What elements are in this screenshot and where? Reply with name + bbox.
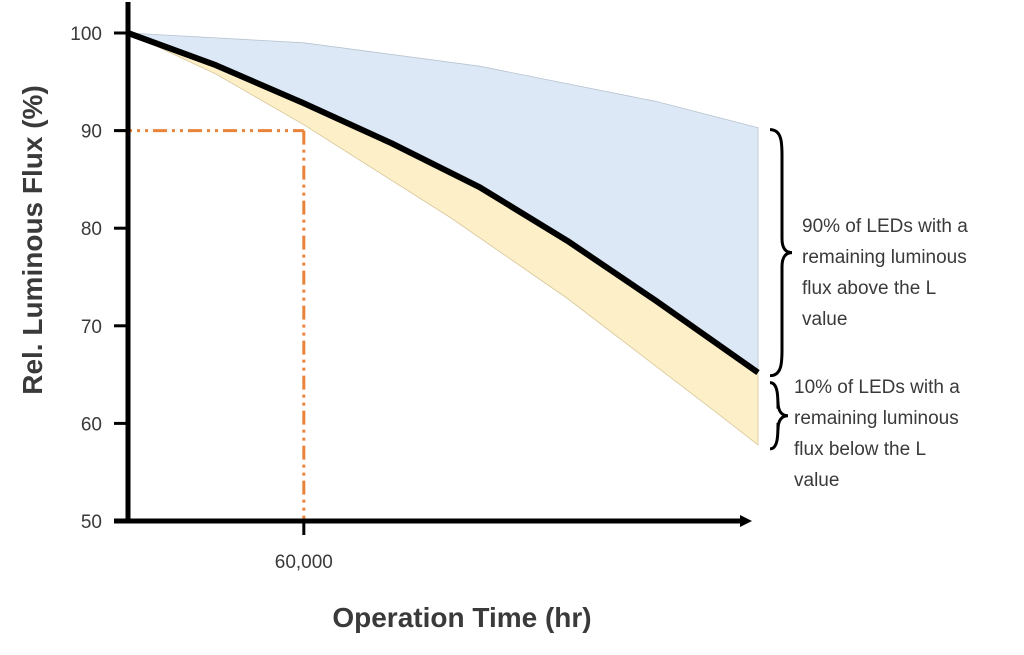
note-below: 10% of LEDs with a remaining luminous fl… bbox=[794, 377, 965, 491]
brace-below bbox=[769, 381, 789, 451]
note-above-line: value bbox=[802, 309, 847, 330]
x-tick-label: 60,000 bbox=[275, 552, 333, 573]
y-tick-label: 60 bbox=[81, 414, 102, 435]
x-axis-ticks: 60,000 bbox=[275, 521, 333, 573]
y-axis-title: Rel. Luminous Flux (%) bbox=[17, 85, 48, 395]
y-axis-ticks: 50 60 70 80 90 100 bbox=[70, 24, 128, 533]
note-above-line: remaining luminous bbox=[802, 247, 967, 268]
note-above-line: flux above the L bbox=[802, 278, 936, 299]
y-tick-label: 80 bbox=[81, 219, 102, 240]
y-tick-label: 100 bbox=[70, 24, 102, 45]
note-above: 90% of LEDs with a remaining luminous fl… bbox=[802, 216, 973, 330]
y-tick-label: 70 bbox=[81, 317, 102, 338]
y-tick-label: 50 bbox=[81, 512, 102, 533]
y-tick-label: 90 bbox=[81, 122, 102, 143]
note-below-line: 10% of LEDs with a bbox=[794, 377, 960, 398]
note-below-line: value bbox=[794, 470, 839, 491]
median-flux-line bbox=[126, 30, 760, 376]
note-below-line: flux below the L bbox=[794, 439, 925, 460]
note-below-line: remaining luminous bbox=[794, 408, 959, 429]
x-axis-title: Operation Time (hr) bbox=[332, 602, 591, 633]
brace-above bbox=[769, 128, 793, 378]
note-above-line: 90% of LEDs with a bbox=[802, 216, 968, 237]
